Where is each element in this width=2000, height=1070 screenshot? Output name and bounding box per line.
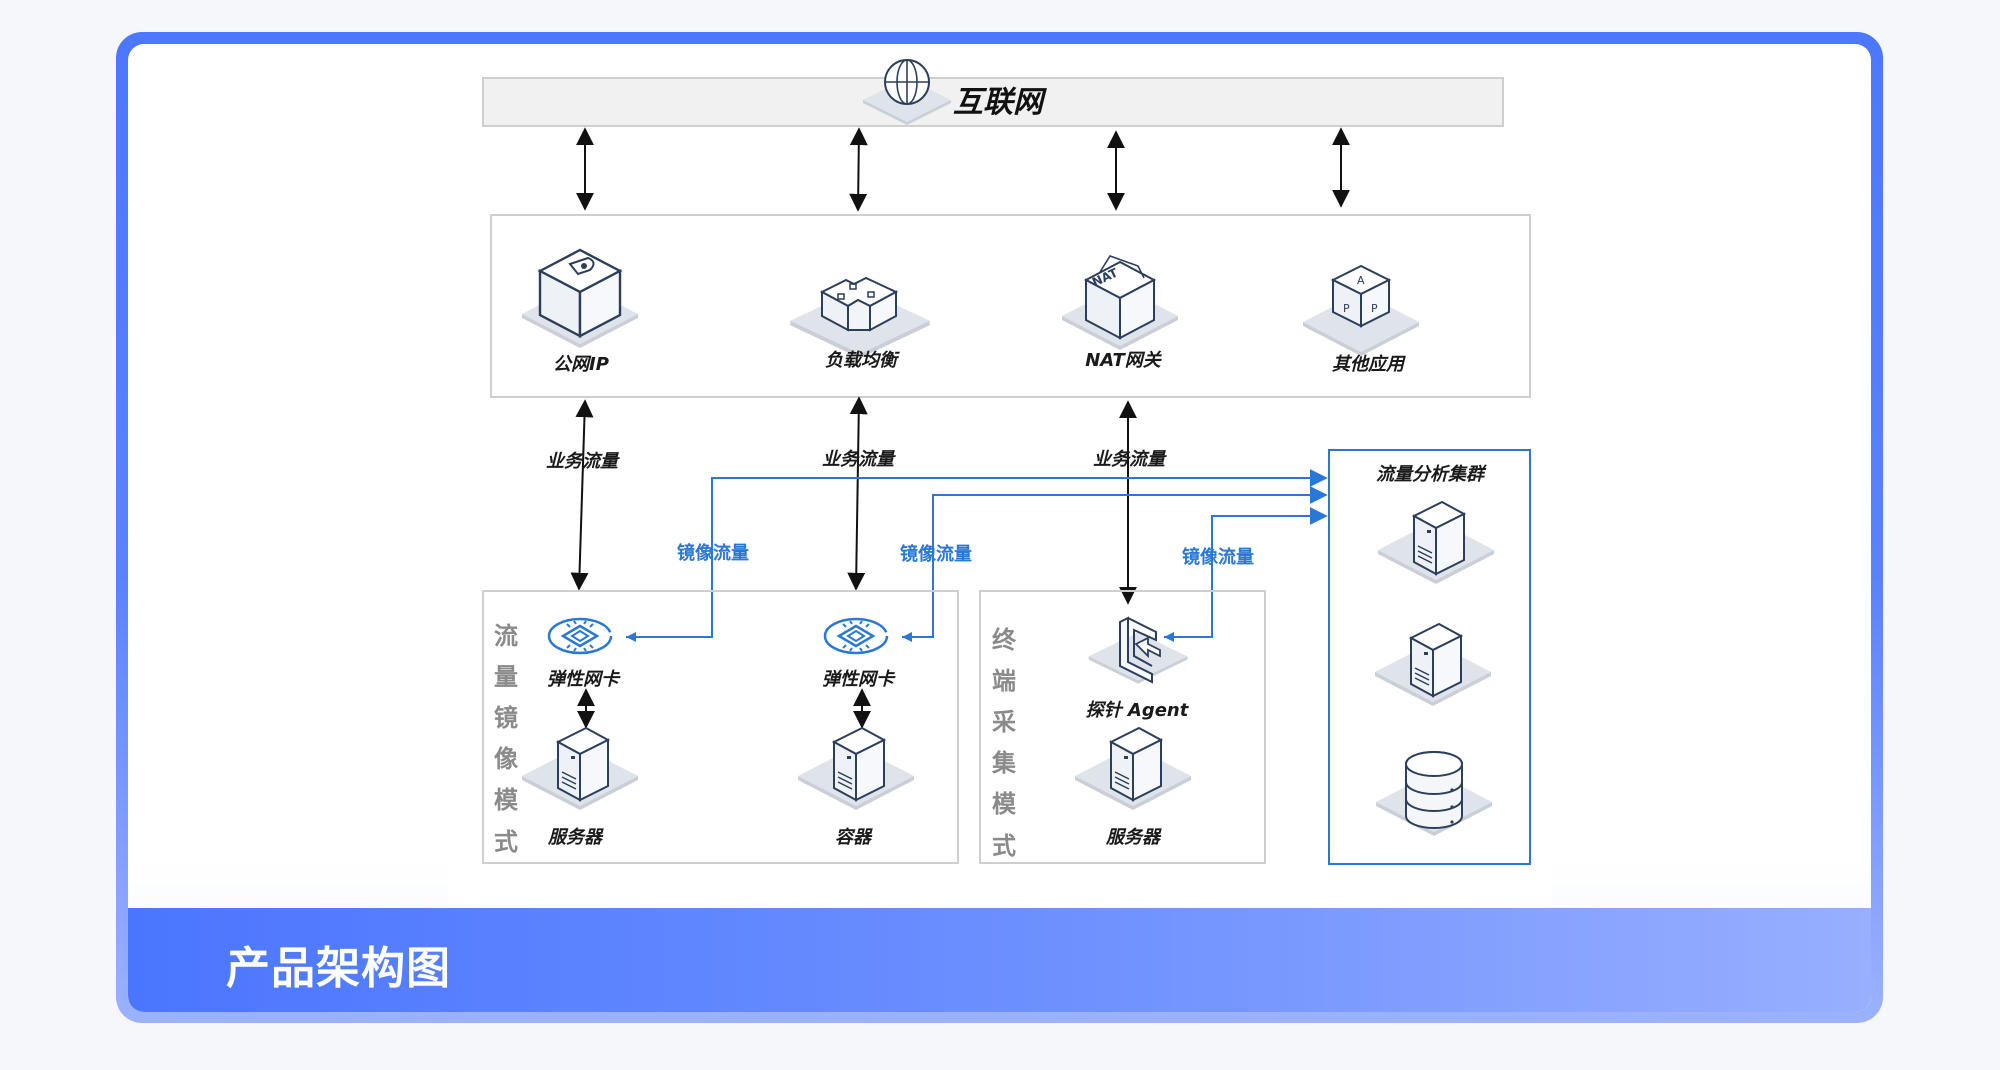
host-label-container: 容器: [835, 827, 873, 848]
mirror-mode-title: 流 量 镜 像 模 式: [494, 622, 519, 856]
server-icon: [1075, 727, 1191, 810]
traffic-analysis-cluster: 流量分析集群: [1328, 449, 1531, 865]
container-icon: [798, 727, 914, 810]
host-label-server: 服务器: [547, 827, 604, 848]
mirror-flows: 镜像流量 镜像流量 镜像流量: [626, 469, 1328, 642]
svg-text:量: 量: [494, 663, 518, 691]
mirror-flow-label-3: 镜像流量: [1182, 546, 1254, 568]
svg-text:式: 式: [494, 828, 518, 856]
footer-bar: 产品架构图: [128, 908, 1871, 1012]
service-label-nat-gateway: NAT网关: [1085, 350, 1163, 371]
nat-gateway-icon: NAT: [1062, 255, 1178, 350]
elastic-nic-icon: [823, 617, 889, 655]
svg-text:式: 式: [992, 832, 1016, 860]
svg-text:P: P: [1343, 302, 1350, 315]
svg-text:镜: 镜: [494, 704, 518, 732]
globe-icon: [863, 59, 951, 125]
elastic-nic-icon: [547, 617, 613, 655]
internet-links: [576, 127, 1350, 212]
server-icon: [1375, 623, 1491, 706]
architecture-card: 互联网: [116, 32, 1883, 1023]
nic-label-1: 弹性网卡: [547, 669, 621, 690]
svg-text:P: P: [1371, 302, 1378, 315]
server-icon: [1378, 501, 1494, 584]
endpoint-mode-box: 终 端 采 集 模 式 探针 Agent: [979, 590, 1266, 864]
svg-text:集: 集: [991, 749, 1017, 777]
svg-text:模: 模: [494, 786, 519, 814]
mirror-flow-label-2: 镜像流量: [900, 543, 972, 565]
footer-title: 产品架构图: [226, 943, 451, 994]
load-balancer-icon: [790, 276, 930, 359]
card-body: 互联网: [128, 44, 1871, 1012]
server-icon: [522, 727, 638, 810]
app-cube-icon: A P P: [1303, 264, 1419, 356]
service-label-load-balancer: 负载均衡: [825, 350, 900, 371]
mirror-flow-label-1: 镜像流量: [677, 542, 749, 564]
svg-text:流: 流: [494, 622, 518, 650]
cluster-title: 流量分析集群: [1376, 464, 1487, 485]
svg-text:像: 像: [494, 745, 519, 773]
agent-label: 探针 Agent: [1086, 700, 1190, 721]
business-flow-label-1: 业务流量: [546, 451, 620, 472]
internet-bar: 互联网: [482, 59, 1504, 127]
link-load-balancer: [849, 127, 868, 212]
business-flow-label-2: 业务流量: [822, 449, 896, 470]
endpoint-mode-title: 终 端 采 集 模 式: [991, 626, 1017, 860]
endpoint-host-label: 服务器: [1105, 827, 1162, 848]
svg-text:A: A: [1357, 274, 1365, 287]
database-icon: [1376, 751, 1492, 836]
mirror-mode-box: 流 量 镜 像 模 式 弹性网卡 服务器 弹性网卡: [482, 590, 959, 864]
business-flows: 业务流量 业务流量 业务流量: [546, 396, 1167, 605]
public-ip-icon: [522, 248, 638, 348]
service-label-public-ip: 公网IP: [553, 354, 609, 375]
svg-text:端: 端: [992, 667, 1016, 695]
probe-agent-icon: [1088, 616, 1188, 684]
svg-text:终: 终: [992, 626, 1017, 654]
business-flow-label-3: 业务流量: [1093, 449, 1167, 470]
internet-label: 互联网: [953, 85, 1047, 120]
nic-label-2: 弹性网卡: [822, 669, 896, 690]
svg-text:采: 采: [992, 708, 1016, 736]
architecture-diagram: 互联网: [448, 44, 1552, 908]
service-label-other-apps: 其他应用: [1332, 354, 1406, 375]
services-box: 公网IP 负载均衡: [490, 214, 1531, 398]
svg-text:模: 模: [992, 790, 1017, 818]
